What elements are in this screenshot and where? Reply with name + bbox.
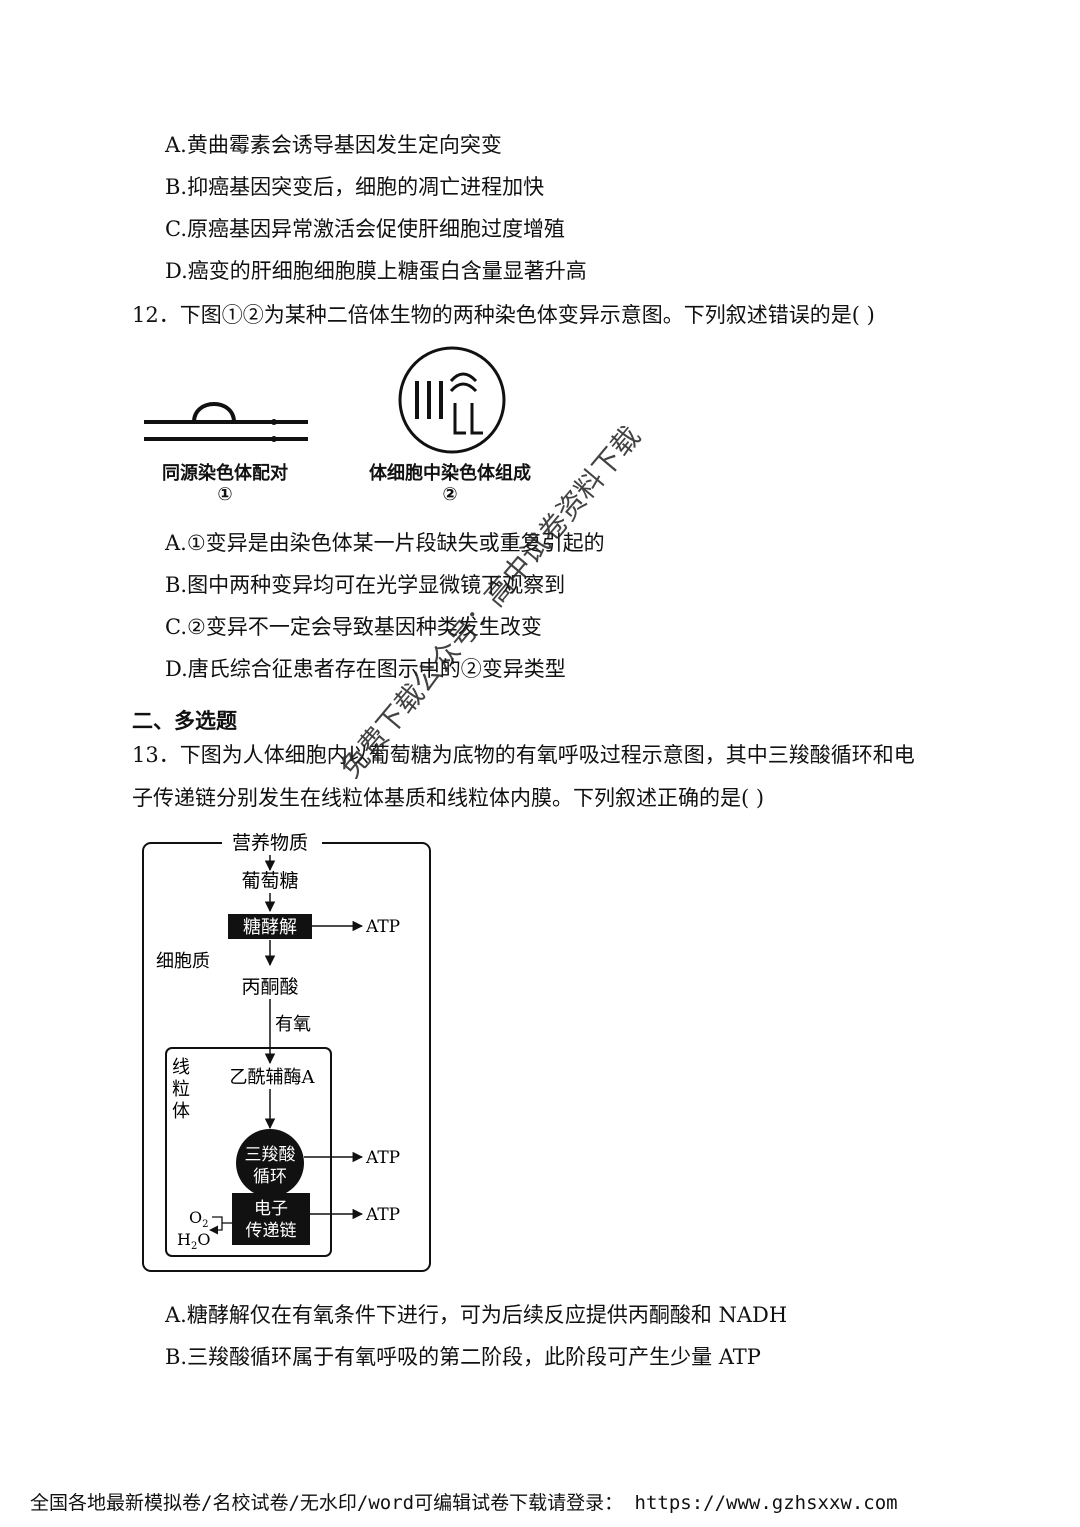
mitochondria-label-1: 线 xyxy=(172,1057,190,1078)
q11-option-b: B.抑癌基因突变后，细胞的凋亡进程加快 xyxy=(165,175,545,199)
q12-option-a: A.①变异是由染色体某一片段缺失或重复引起的 xyxy=(165,531,605,555)
q12-fig1-caption: 同源染色体配对 xyxy=(162,463,288,484)
q12-fig2-number: ② xyxy=(442,484,458,505)
oxygen-label: O2 xyxy=(189,1208,209,1230)
q12-stem: 12．下图①②为某种二倍体生物的两种染色体变异示意图。下列叙述错误的是( ) xyxy=(132,303,875,327)
q13-stem-line1: 13．下图为人体细胞内以葡萄糖为底物的有氧呼吸过程示意图，其中三羧酸循环和电 xyxy=(132,743,915,767)
mitochondria-label-3: 体 xyxy=(172,1101,190,1122)
cytoplasm-label: 细胞质 xyxy=(156,951,210,972)
q12-option-d: D.唐氏综合征患者存在图示中的②变异类型 xyxy=(165,657,566,681)
footer-download-note: 全国各地最新模拟卷/名校试卷/无水印/word可编辑试卷下载请登录： https… xyxy=(30,1492,898,1514)
atp-label-etc: ATP xyxy=(365,1205,400,1225)
glucose-label: 葡萄糖 xyxy=(241,870,298,892)
acetyl-coa-label: 乙酰辅酶A xyxy=(230,1067,316,1088)
nutrients-label: 营养物质 xyxy=(232,832,308,854)
q12-option-c: C.②变异不一定会导致基因种类发生改变 xyxy=(165,615,542,639)
glycolysis-label: 糖酵解 xyxy=(243,917,297,938)
q11-option-c: C.原癌基因异常激活会促使肝细胞过度增殖 xyxy=(165,217,565,241)
q11-option-a: A.黄曲霉素会诱导基因发生定向突变 xyxy=(165,133,502,157)
q13-respiration-diagram: 营养物质 葡萄糖 糖酵解 ATP 细胞质 丙酮酸 有氧 线 粒 体 乙酰辅酶A … xyxy=(142,830,431,1272)
atp-label-glycolysis: ATP xyxy=(365,917,400,937)
water-label: H2O xyxy=(177,1230,210,1252)
q13-option-b: B.三羧酸循环属于有氧呼吸的第二阶段，此阶段可产生少量 ATP xyxy=(165,1345,761,1369)
atp-label-tca: ATP xyxy=(365,1148,400,1168)
q13-option-a: A.糖酵解仅在有氧条件下进行，可为后续反应提供丙酮酸和 NADH xyxy=(165,1303,788,1327)
q12-figure-1 xyxy=(144,402,308,442)
etc-label-2: 传递链 xyxy=(246,1221,297,1241)
q12-fig2-caption: 体细胞中染色体组成 xyxy=(369,463,531,484)
q12-figure-2 xyxy=(398,346,506,454)
tca-cycle-label-1: 三羧酸 xyxy=(245,1145,296,1165)
q13-stem-line2: 子传递链分别发生在线粒体基质和线粒体内膜。下列叙述正确的是( ) xyxy=(132,786,765,810)
q12-fig1-number: ① xyxy=(217,484,233,505)
tca-cycle-label-2: 循环 xyxy=(253,1167,287,1187)
etc-label-1: 电子 xyxy=(254,1199,288,1219)
q12-option-b: B.图中两种变异均可在光学显微镜下观察到 xyxy=(165,573,566,597)
section-heading-multiple-choice: 二、多选题 xyxy=(132,709,237,733)
mitochondria-label-2: 粒 xyxy=(172,1079,190,1100)
aerobic-label: 有氧 xyxy=(275,1014,311,1035)
pyruvate-label: 丙酮酸 xyxy=(241,976,298,998)
q11-option-d: D.癌变的肝细胞细胞膜上糖蛋白含量显著升高 xyxy=(165,259,587,283)
